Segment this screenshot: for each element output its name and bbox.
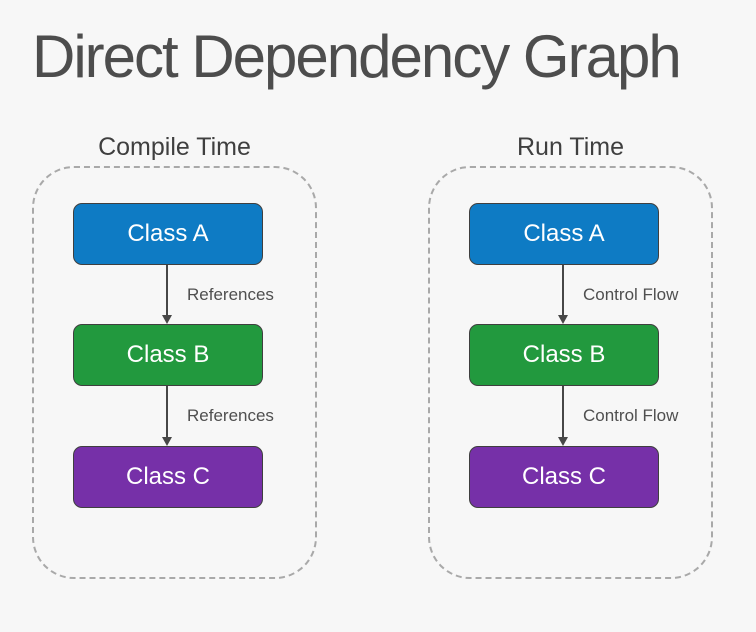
edge-b-to-c-run: Control Flow (428, 386, 713, 446)
arrow-down-icon (161, 437, 172, 446)
edge-label: References (187, 284, 274, 304)
edge-label: References (187, 406, 274, 425)
node-class-a-compile: Class A (73, 203, 263, 265)
section-compile-time: Compile Time Class A References Class B … (32, 133, 317, 579)
page-title: Direct Dependency Graph (32, 23, 682, 90)
edge-a-to-b-run: Control Flow (428, 265, 713, 324)
section-header-compile-time: Compile Time (98, 133, 251, 161)
run-time-dashed-frame (428, 166, 713, 579)
edge-label: Control Flow (583, 406, 679, 425)
node-class-b-compile: Class B (73, 324, 263, 386)
node-class-c-run: Class C (469, 446, 659, 508)
compile-time-dashed-frame (32, 166, 317, 579)
edge-b-to-c-compile: References (32, 386, 317, 446)
edge-label: Control Flow (583, 284, 679, 304)
edge-a-to-b-compile: References (32, 265, 317, 324)
node-class-a-run: Class A (469, 203, 659, 265)
arrow-down-icon (557, 437, 568, 446)
node-class-b-run: Class B (469, 324, 659, 386)
arrow-line (562, 386, 564, 437)
arrow-line (166, 265, 168, 315)
arrow-line (562, 265, 564, 315)
section-run-time: Run Time Class A Control Flow Class B Co… (428, 133, 713, 579)
node-class-c-compile: Class C (73, 446, 263, 508)
arrow-down-icon (557, 315, 568, 324)
section-header-run-time: Run Time (517, 133, 624, 161)
arrow-down-icon (161, 315, 172, 324)
arrow-line (166, 386, 168, 437)
